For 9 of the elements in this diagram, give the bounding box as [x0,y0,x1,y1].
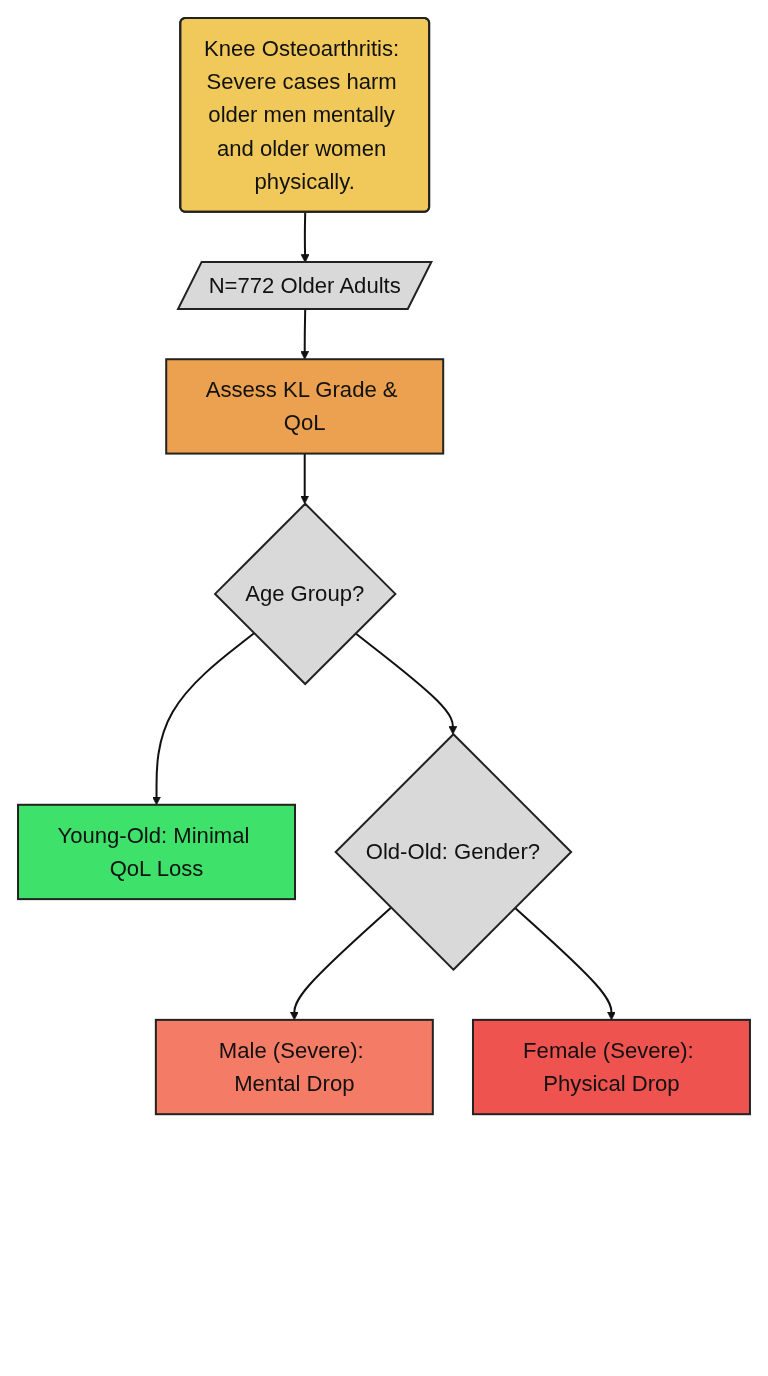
node-box: Male (Severe): Mental Drop [154,1018,434,1116]
arrow [354,632,458,735]
node-diamond: Old-Old: Gender? [334,732,573,972]
arrow [300,453,310,505]
node-box: Young-Old: Minimal QoL Loss [17,803,297,901]
node-box: Assess KL Grade & QoL [165,358,445,455]
node-box: Female (Severe): Physical Drop [471,1018,751,1116]
arrow [300,309,310,360]
node-diamond: Age Group? [213,502,397,686]
